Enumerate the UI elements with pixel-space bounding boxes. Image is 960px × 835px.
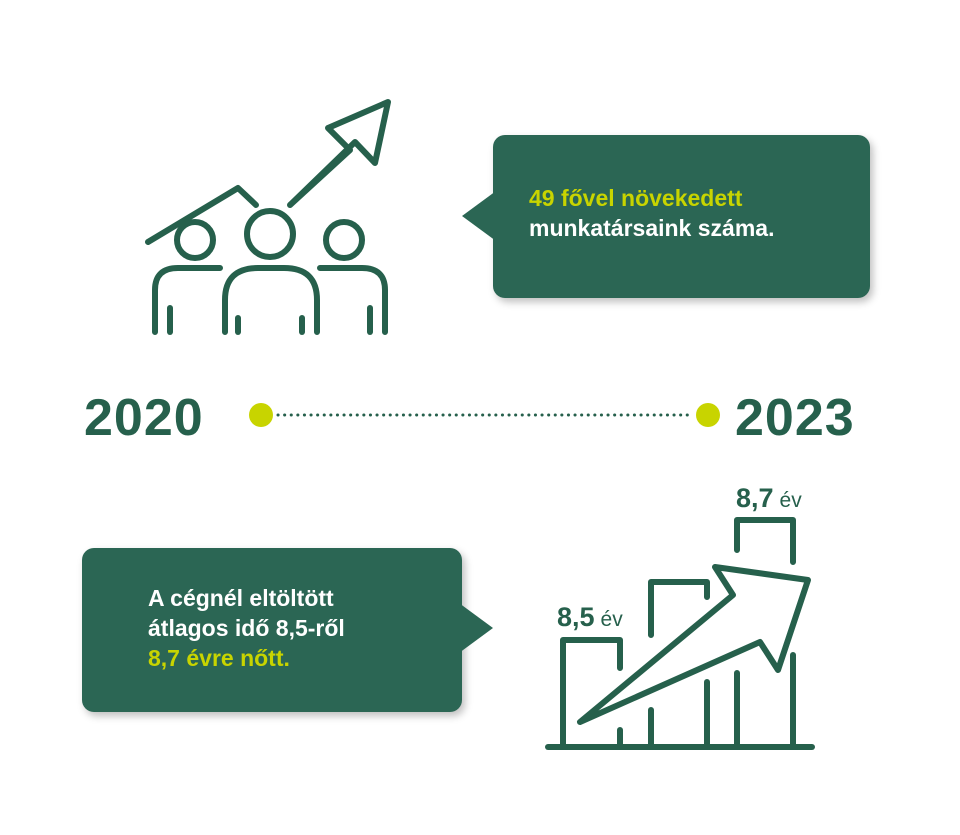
- top-callout-text: munkatársaink száma.: [529, 215, 775, 241]
- top-callout: 49 fővel növekedett munkatársaink száma.: [462, 135, 870, 298]
- bottom-callout-highlight: 8,7 évre nőtt.: [148, 645, 290, 671]
- start-unit: év: [600, 608, 623, 631]
- callout-pointer: [459, 603, 493, 653]
- bottom-callout-line1: A cégnél eltöltött: [148, 585, 334, 611]
- top-callout-highlight: 49 fővel növekedett: [529, 185, 743, 211]
- callout-pointer: [462, 191, 496, 241]
- end-year: 2023: [735, 389, 855, 447]
- bar-3: [734, 517, 796, 565]
- timeline: [249, 403, 720, 427]
- bottom-callout: A cégnél eltöltött átlagos idő 8,5-ről 8…: [82, 548, 493, 712]
- start-value: 8,5: [557, 602, 595, 632]
- end-unit: év: [779, 489, 802, 512]
- bar-1: [560, 637, 623, 748]
- start-year: 2020: [84, 389, 204, 447]
- bottom-callout-line2: átlagos idő 8,5-ről: [148, 615, 345, 641]
- timeline-start-dot: [249, 403, 273, 427]
- timeline-end-dot: [696, 403, 720, 427]
- bar-2: [648, 579, 710, 638]
- people-growth-icon: [145, 99, 391, 335]
- bar-growth-icon: [545, 517, 815, 750]
- end-value: 8,7: [736, 483, 774, 513]
- growth-arrow: [577, 564, 811, 725]
